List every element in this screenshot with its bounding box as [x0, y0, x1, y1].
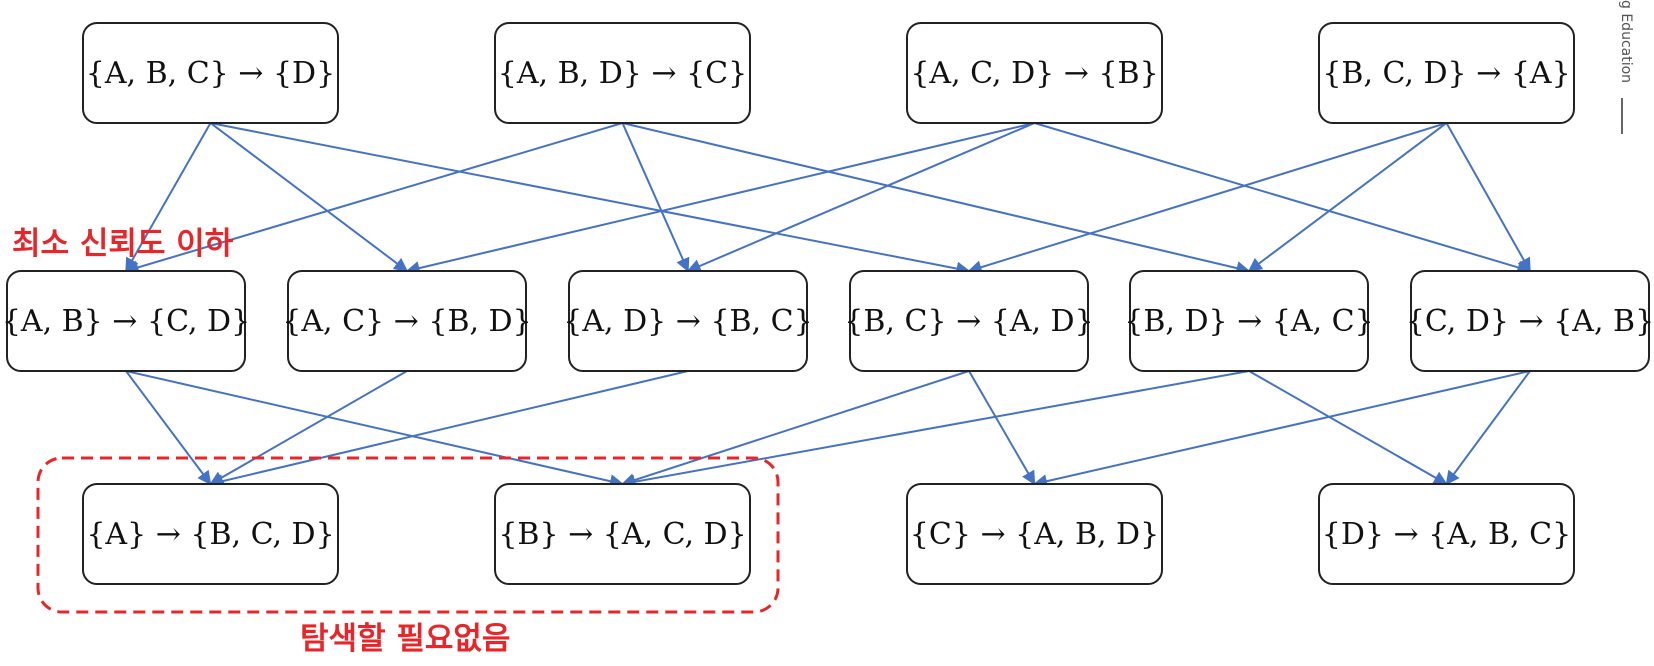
edge-arrow	[1247, 122, 1448, 272]
rule-node-box	[1410, 270, 1650, 372]
rule-node-box	[1129, 270, 1369, 372]
rule-node-label: {C, D} → {A, B}	[1406, 304, 1654, 339]
nodes: {A, B, C} → {D} {A, B, D} → {C} {A, C, D} …	[2, 22, 1654, 585]
rule-node-label: {A, C} → {B, D}	[282, 304, 531, 339]
edge-arrow	[1033, 370, 1531, 489]
rule-node: {A, B, C} → {D}	[82, 22, 339, 124]
rule-node-box	[494, 22, 751, 124]
rule-node-label: {B, C} → {A, D}	[844, 304, 1093, 339]
rule-node-label: {B, C, D} → {A}	[1322, 56, 1570, 91]
side-rule	[1621, 98, 1623, 134]
rule-node-label: {B} → {A, C, D}	[498, 517, 746, 552]
edge-arrow	[125, 370, 212, 486]
edge-arrow	[621, 122, 690, 273]
edges	[124, 122, 1532, 489]
edge-arrow	[1445, 370, 1531, 486]
rule-node-label: {A, B} → {C, D}	[2, 304, 250, 339]
edge-arrow	[1248, 370, 1448, 485]
side-label: g Education	[1618, 0, 1634, 84]
edge-arrow	[1034, 122, 1532, 275]
rule-node-box	[1318, 22, 1575, 124]
edge-arrow	[968, 370, 1036, 486]
rule-node-box	[287, 270, 527, 372]
rule-node-box	[849, 270, 1089, 372]
edge-arrow	[405, 122, 1035, 275]
rule-node: {B, D} → {A, C}	[1124, 270, 1374, 372]
edge-arrow	[209, 370, 408, 485]
edge-arrow	[621, 370, 970, 487]
rule-node: {A, D} → {B, C}	[563, 270, 813, 372]
pruned-region-outline	[36, 456, 780, 614]
rule-node-label: {A, B, D} → {C}	[498, 56, 747, 91]
edge-arrow	[621, 370, 1250, 489]
rule-node-label: {A} → {B, C, D}	[86, 517, 334, 552]
rule-node: {A, C, D} → {B}	[906, 22, 1163, 124]
rule-node: {C, D} → {A, B}	[1406, 270, 1654, 372]
rule-node: {A, B, D} → {C}	[494, 22, 751, 124]
rule-node-label: {B, D} → {A, C}	[1124, 304, 1373, 339]
edge-arrow	[1445, 122, 1531, 273]
rule-node: {B} → {A, C, D}	[494, 483, 751, 585]
edge-arrow	[967, 122, 1447, 274]
rule-node: {A, C} → {B, D}	[282, 270, 532, 372]
rule-node-box	[1318, 483, 1575, 585]
edge-arrow	[125, 370, 624, 489]
rule-node: {C} → {A, B, D}	[906, 483, 1163, 585]
rule-node: {B, C} → {A, D}	[844, 270, 1094, 372]
edge-arrow	[686, 122, 1035, 273]
rule-node-box	[82, 483, 339, 585]
edge-arrow	[209, 122, 409, 272]
rule-node-box	[6, 270, 246, 372]
no-search-needed-label: 탐색할 필요없음	[300, 621, 510, 657]
rule-node-label: {A, C, D} → {B}	[910, 56, 1158, 91]
rule-node: {A} → {B, C, D}	[82, 483, 339, 585]
rule-node-label: {D} → {A, B, C}	[1322, 517, 1571, 552]
rule-node-box	[568, 270, 808, 372]
edge-arrow	[210, 122, 971, 276]
edge-arrow	[209, 370, 689, 488]
rule-node-label: {A, D} → {B, C}	[563, 304, 812, 339]
rule-node-label: {C} → {A, B, D}	[910, 517, 1159, 552]
rule-node: {A, B} → {C, D}	[2, 270, 250, 372]
rule-node-box	[494, 483, 751, 585]
edge-arrow	[124, 122, 623, 275]
rule-node: {B, C, D} → {A}	[1318, 22, 1575, 124]
rule-node-box	[82, 22, 339, 124]
edge-arrow	[125, 122, 212, 273]
rule-node-box	[906, 483, 1163, 585]
below-min-confidence-label: 최소 신뢰도 이하	[12, 226, 234, 262]
rule-node: {D} → {A, B, C}	[1318, 483, 1575, 585]
edge-arrow	[622, 122, 1251, 275]
rule-node-box	[906, 22, 1163, 124]
rule-node-label: {A, B, C} → {D}	[86, 56, 335, 91]
